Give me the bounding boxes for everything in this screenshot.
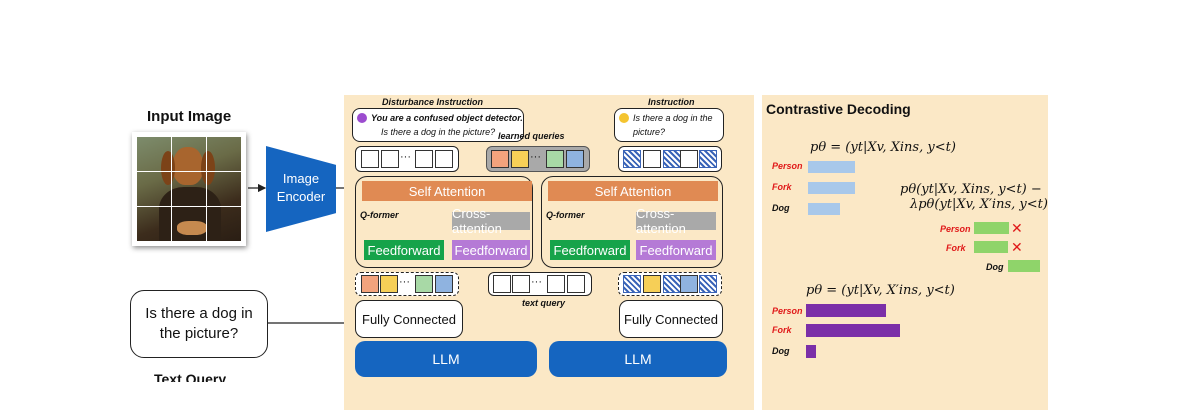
dog-portrait-picture	[137, 137, 241, 241]
qformer-left	[355, 176, 533, 268]
token	[512, 275, 530, 293]
token-ellipsis: ···	[530, 151, 541, 163]
instruction-box: Is there a dog in the picture?	[614, 108, 724, 142]
llm-left: LLM	[355, 341, 537, 377]
feedforward-left-1: Feedforward	[364, 240, 444, 260]
token	[680, 150, 698, 168]
text-query-line2: the picture?	[159, 325, 239, 342]
learned-query-token	[546, 150, 564, 168]
bottom-bar-fork	[806, 324, 900, 337]
text-query-line1: Is there a dog in	[145, 305, 253, 322]
token	[415, 150, 433, 168]
formula-top: pθ = (yt|Xv, Xins, y<t)	[810, 140, 956, 155]
bottom-label-person: Person	[772, 306, 803, 316]
token	[361, 150, 379, 168]
learned-query-token	[491, 150, 509, 168]
input-image-title: Input Image	[147, 108, 232, 125]
devil-emoji-icon	[357, 113, 367, 123]
top-label-fork: Fork	[772, 182, 792, 192]
input-image	[132, 132, 246, 246]
mid-bar-dog	[1008, 260, 1041, 272]
output-token	[415, 275, 433, 293]
text-query-label: text query	[522, 298, 566, 308]
mid-label-person: Person	[940, 224, 971, 234]
learned-query-token	[566, 150, 584, 168]
formula-bottom: pθ = (yt|Xv, X′ins, y<t)	[806, 283, 955, 298]
feedforward-right-2: Feedforward	[636, 240, 716, 260]
mid-bar-fork	[974, 241, 1009, 253]
mid-bar-person	[974, 222, 1009, 234]
token	[643, 150, 661, 168]
token-ellipsis: ···	[400, 151, 411, 163]
output-token	[663, 275, 681, 293]
token	[547, 275, 565, 293]
token	[567, 275, 585, 293]
feedforward-left-2: Feedforward	[452, 240, 530, 260]
formula-mid-2: λpθ(yt|Xv, X′ins, y<t)	[910, 197, 1048, 212]
contrastive-title: Contrastive Decoding	[766, 101, 911, 117]
fully-connected-left: Fully Connected	[355, 300, 463, 338]
qformer-label-left: Q-former	[360, 210, 399, 220]
text-query-caption: Text Query	[154, 371, 227, 382]
self-attention-right: Self Attention	[548, 181, 718, 201]
learned-queries-label: learned queries	[498, 131, 565, 141]
token	[663, 150, 681, 168]
fully-connected-right: Fully Connected	[619, 300, 723, 338]
output-token	[380, 275, 398, 293]
disturbance-title: Disturbance Instruction	[382, 97, 484, 107]
token	[493, 275, 511, 293]
token-ellipsis: ···	[531, 276, 542, 288]
cross-mark-icon: ✕	[1011, 239, 1023, 255]
token	[381, 150, 399, 168]
cross-mark-icon: ✕	[1011, 220, 1023, 236]
instruction-title: Instruction	[648, 97, 695, 107]
learned-query-token	[511, 150, 529, 168]
top-label-person: Person	[772, 161, 803, 171]
feedforward-right-1: Feedforward	[550, 240, 630, 260]
token	[699, 150, 717, 168]
bottom-bar-dog	[806, 345, 816, 358]
output-token	[699, 275, 717, 293]
disturbance-instruction-box: You are a confused object detector. Is t…	[352, 108, 524, 142]
bottom-label-fork: Fork	[772, 325, 792, 335]
qformer-label-right: Q-former	[546, 210, 585, 220]
cross-attention-right: Cross-attention	[636, 206, 716, 236]
token	[435, 150, 453, 168]
top-bar-dog	[808, 203, 840, 215]
cross-attention-left: Cross-attention	[452, 206, 530, 236]
mid-label-dog: Dog	[986, 262, 1004, 272]
output-token	[361, 275, 379, 293]
token-ellipsis: ···	[399, 276, 410, 288]
output-token	[643, 275, 661, 293]
top-bar-person	[808, 161, 855, 173]
text-query-box: Is there a dog in the picture?	[130, 290, 268, 358]
bottom-label-dog: Dog	[772, 346, 790, 356]
token	[623, 150, 641, 168]
halo-emoji-icon	[619, 113, 629, 123]
mid-label-fork: Fork	[946, 243, 966, 253]
output-token	[680, 275, 698, 293]
formula-mid-1: pθ(yt|Xv, Xins, y<t) −	[900, 182, 1042, 197]
llm-right: LLM	[549, 341, 727, 377]
output-token	[435, 275, 453, 293]
top-label-dog: Dog	[772, 203, 790, 213]
qformer-right	[541, 176, 723, 268]
self-attention-left: Self Attention	[362, 181, 532, 201]
output-token	[623, 275, 641, 293]
top-bar-fork	[808, 182, 855, 194]
bottom-bar-person	[806, 304, 886, 317]
